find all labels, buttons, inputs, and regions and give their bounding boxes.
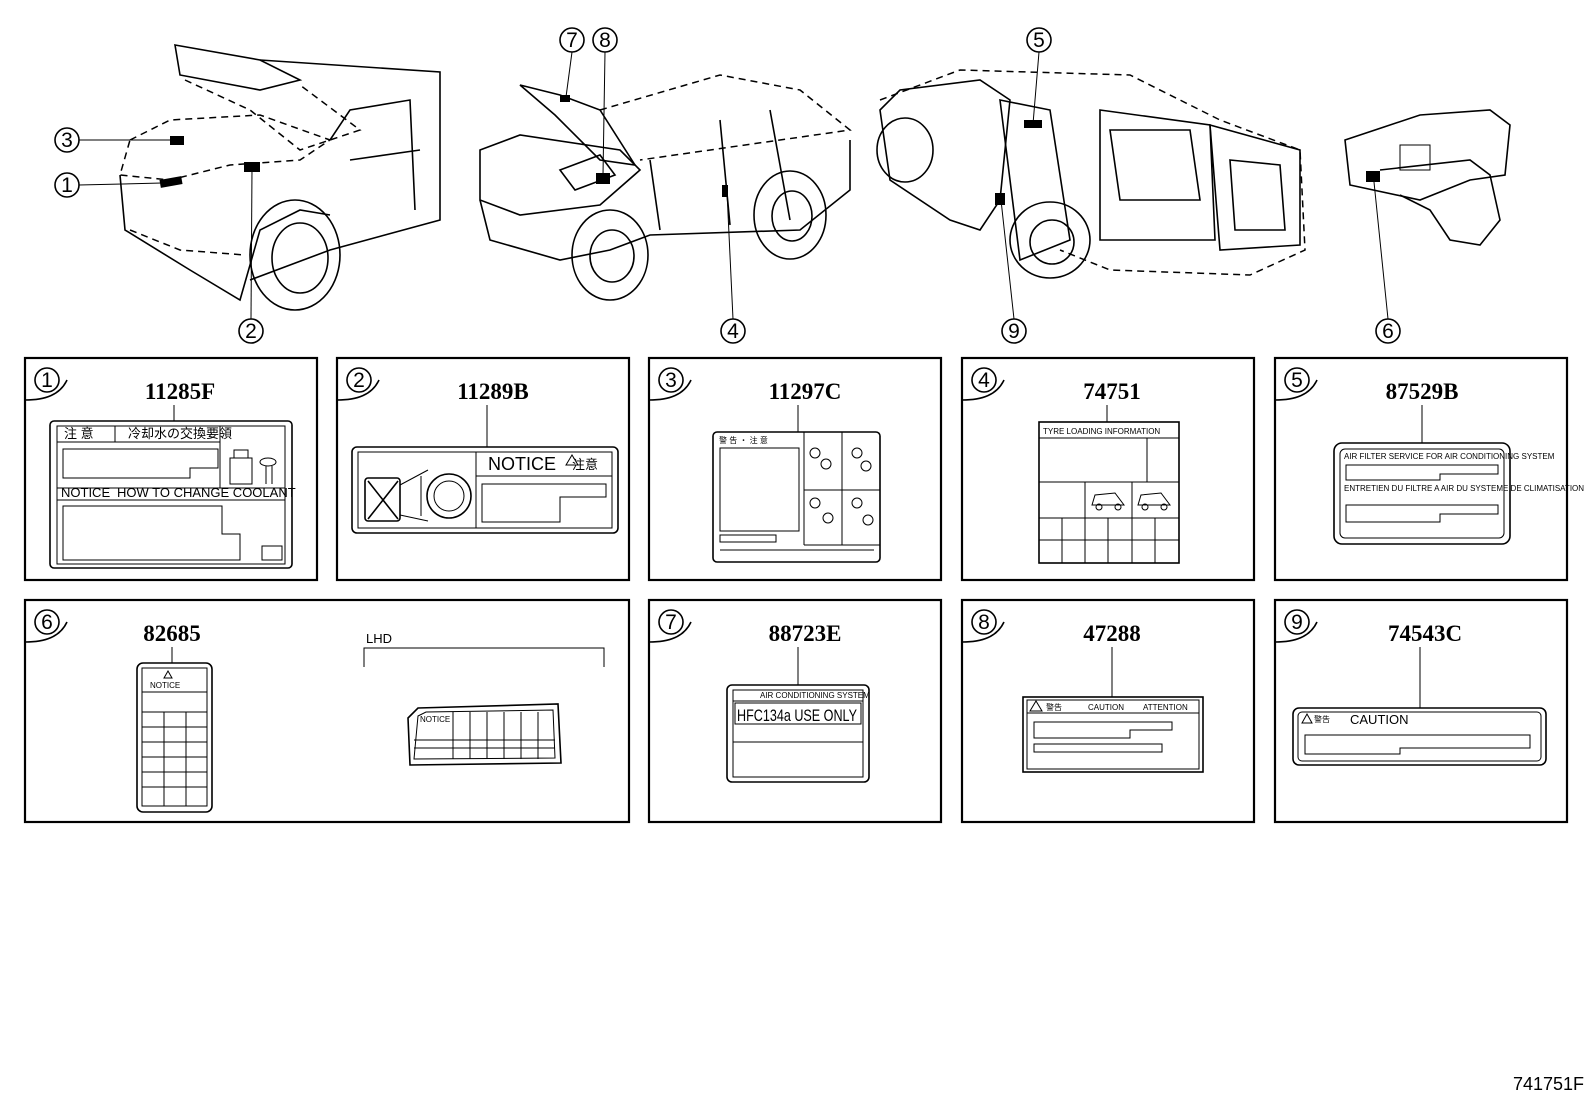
callout-6: 6: [1382, 320, 1394, 343]
part-number-82685: 82685: [143, 621, 201, 646]
svg-text:NOTICE: NOTICE: [488, 454, 556, 474]
svg-text:4: 4: [978, 369, 990, 392]
svg-text:NOTICE: NOTICE: [150, 681, 180, 690]
svg-text:9: 9: [1291, 611, 1303, 634]
svg-text:TYRE LOADING INFORMATION: TYRE LOADING INFORMATION: [1043, 427, 1160, 436]
svg-text:ATTENTION: ATTENTION: [1143, 703, 1188, 712]
top-callouts: 3 1 2 7 8 4 5 9 6: [54, 27, 1401, 344]
svg-text:冷却水の交換要領: 冷却水の交換要領: [128, 426, 232, 441]
svg-text:8: 8: [978, 611, 990, 634]
svg-text:1: 1: [41, 369, 53, 392]
svg-text:注 意: 注 意: [64, 426, 94, 441]
svg-text:警 告 ・ 注 意: 警 告 ・ 注 意: [719, 435, 768, 445]
part-number-47288: 47288: [1083, 621, 1141, 646]
svg-text:NOTICE: NOTICE: [61, 485, 110, 500]
part-number-88723E: 88723E: [769, 621, 842, 646]
callout-7: 7: [566, 29, 578, 52]
svg-text:注意: 注意: [572, 457, 598, 472]
part-number-11297C: 11297C: [769, 379, 842, 404]
svg-text:6: 6: [41, 611, 53, 634]
callout-5: 5: [1033, 29, 1045, 52]
svg-text:警告: 警告: [1314, 714, 1330, 724]
svg-text:HFC134a USE ONLY: HFC134a USE ONLY: [737, 706, 857, 725]
panel-2: 2 11289B NOTICE 注意: [335, 356, 631, 582]
svg-text:CAUTION: CAUTION: [1350, 712, 1409, 727]
callout-8: 8: [599, 29, 611, 52]
part-number-11289B: 11289B: [457, 379, 529, 404]
svg-text:CAUTION: CAUTION: [1088, 703, 1124, 712]
svg-text:AIR FILTER SERVICE FOR AIR CON: AIR FILTER SERVICE FOR AIR CONDITIONING …: [1344, 452, 1555, 461]
svg-text:3: 3: [665, 369, 677, 392]
vehicle-front-hood-open: [119, 44, 441, 311]
dashboard-detail: [1344, 109, 1511, 246]
svg-text:5: 5: [1291, 369, 1303, 392]
panel-9: 9 74543C 警告 CAUTION: [1273, 598, 1569, 824]
svg-text:AIR CONDITIONING SYSTEM: AIR CONDITIONING SYSTEM: [760, 691, 870, 700]
callout-2: 2: [245, 320, 257, 343]
svg-text:ENTRETIEN DU FILTRE A AIR DU S: ENTRETIEN DU FILTRE A AIR DU SYSTEME DE …: [1344, 484, 1584, 493]
callout-3: 3: [61, 129, 73, 152]
panel-3: 3 11297C 警 告 ・ 注 意: [647, 356, 943, 582]
panel-7: 7 88723E AIR CONDITIONING SYSTEM HFC134a…: [647, 598, 943, 824]
panel-6: 6 82685 NOTICE LHD NOTICE: [23, 598, 631, 824]
svg-text:2: 2: [353, 369, 365, 392]
callout-4: 4: [727, 320, 739, 343]
svg-text:警告: 警告: [1046, 702, 1062, 712]
callout-9: 9: [1008, 320, 1020, 343]
panel-4: 4 74751 TYRE LOADING INFORMATION: [960, 356, 1256, 582]
figure-id: 741751F: [1513, 1074, 1584, 1094]
part-number-87529B: 87529B: [1386, 379, 1459, 404]
part-number-74543C: 74543C: [1388, 621, 1462, 646]
panel-5: 5 87529B AIR FILTER SERVICE FOR AIR COND…: [1273, 356, 1584, 582]
panel-1: 1 11285F 注 意 冷却水の交換要領 NOTICE HOW TO CHAN…: [23, 356, 319, 582]
part-number-74751: 74751: [1083, 379, 1141, 404]
vehicle-side-hood-open: [479, 74, 852, 301]
vehicle-rear-doors-open: [876, 69, 1306, 279]
svg-text:HOW TO CHANGE COOLANT: HOW TO CHANGE COOLANT: [117, 485, 296, 500]
part-number-11285F: 11285F: [145, 379, 215, 404]
lhd-label: LHD: [366, 631, 392, 646]
callout-1: 1: [61, 174, 73, 197]
svg-text:7: 7: [665, 611, 677, 634]
svg-text:NOTICE: NOTICE: [420, 715, 450, 724]
panel-8: 8 47288 警告 CAUTION ATTENTION: [960, 598, 1256, 824]
